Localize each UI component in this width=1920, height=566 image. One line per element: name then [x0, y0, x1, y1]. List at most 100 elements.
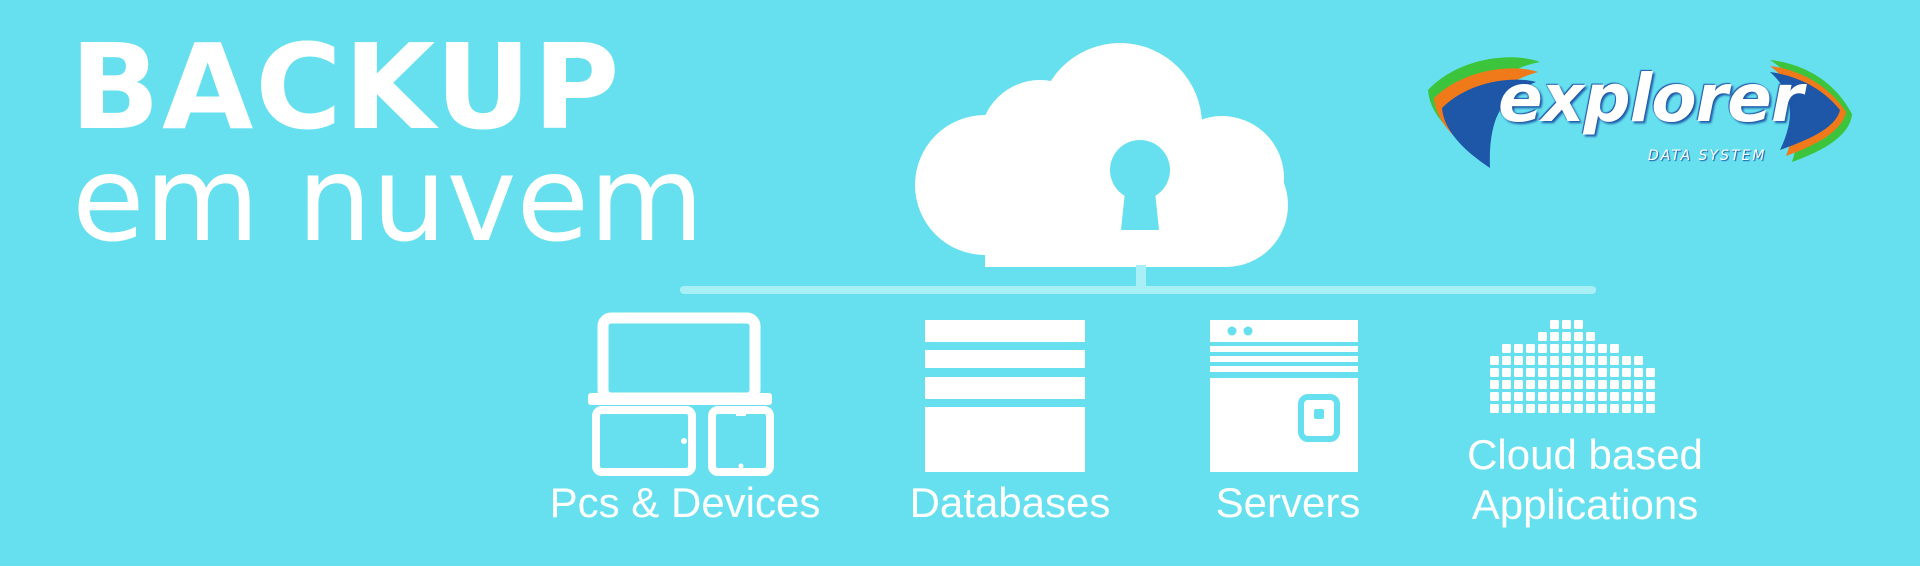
- cloud-grid-tile: [1562, 392, 1571, 401]
- cloud-grid-tile: [1622, 368, 1631, 377]
- keyhole-icon: [1110, 140, 1170, 230]
- cloud-grid-tile: [1610, 368, 1619, 377]
- cloud-grid-tile: [1574, 368, 1583, 377]
- cloud-grid-tile: [1574, 344, 1583, 353]
- connector-line: [680, 265, 1596, 294]
- cloud-grid-tile: [1598, 404, 1607, 413]
- cloud-grid-tile: [1610, 344, 1619, 353]
- cloud-grid-tile: [1634, 404, 1643, 413]
- cloud-grid-tile: [1550, 380, 1559, 389]
- cloud-grid-tile: [1586, 332, 1595, 341]
- cloud-grid-tile: [1598, 392, 1607, 401]
- cloud-grid-tile: [1562, 368, 1571, 377]
- explorer-logo: explorer DATA SYSTEM: [1420, 52, 1860, 182]
- cloud-grid-tile: [1598, 380, 1607, 389]
- cloud-grid-tile: [1586, 344, 1595, 353]
- cloud-grid-tile: [1574, 320, 1583, 329]
- cloud-grid-tile: [1598, 356, 1607, 365]
- headline-em-nuvem: em nuvem: [72, 130, 705, 268]
- cloud-grid-tile: [1610, 356, 1619, 365]
- cloud-grid-tile: [1598, 344, 1607, 353]
- cloud-grid-tile: [1646, 404, 1655, 413]
- logo-swoosh-icon: [1428, 57, 1852, 168]
- cloud-grid-tile: [1550, 368, 1559, 377]
- cloud-grid-tile: [1514, 380, 1523, 389]
- cloud-grid-tile: [1646, 368, 1655, 377]
- label-pcs-devices: Pcs & Devices: [549, 479, 821, 526]
- cloud-grid-tile: [1634, 356, 1643, 365]
- cloud-grid-tile: [1586, 380, 1595, 389]
- cloud-grid-tile: [1490, 392, 1499, 401]
- cloud-grid-tile: [1610, 404, 1619, 413]
- cloud-grid-tile: [1526, 380, 1535, 389]
- cloud-grid-tile: [1646, 392, 1655, 401]
- cloud-grid-tile: [1490, 356, 1499, 365]
- cloud-grid-tile: [1550, 392, 1559, 401]
- cloud-grid-tile: [1550, 356, 1559, 365]
- cloud-grid-tile: [1622, 404, 1631, 413]
- logo-tagline: DATA SYSTEM: [1648, 148, 1767, 164]
- cloud-grid-tile: [1634, 392, 1643, 401]
- cloud-grid-tile: [1550, 332, 1559, 341]
- cloud-grid-tile: [1514, 368, 1523, 377]
- cloud-grid-tile: [1526, 356, 1535, 365]
- cloud-grid-tile: [1538, 344, 1547, 353]
- cloud-grid-tile: [1502, 404, 1511, 413]
- cloud-grid-tile: [1526, 344, 1535, 353]
- cloud-grid-tile: [1502, 392, 1511, 401]
- cloud-grid-tile: [1538, 392, 1547, 401]
- cloud-grid-tile: [1562, 332, 1571, 341]
- cloud-grid-tile: [1514, 392, 1523, 401]
- cloud-grid-tile: [1622, 380, 1631, 389]
- cloud-grid-icon: [1490, 320, 1655, 413]
- cloud-grid-tile: [1634, 368, 1643, 377]
- cloud-grid-tile: [1586, 368, 1595, 377]
- label-servers: Servers: [1215, 479, 1361, 526]
- cloud-grid-tile: [1562, 356, 1571, 365]
- cloud-grid-tile: [1574, 392, 1583, 401]
- server-icon: [1210, 320, 1358, 472]
- cloud-grid-tile: [1574, 404, 1583, 413]
- cloud-grid-tile: [1622, 356, 1631, 365]
- cloud-grid-tile: [1502, 380, 1511, 389]
- cloud-grid-tile: [1562, 320, 1571, 329]
- cloud-grid-tile: [1538, 368, 1547, 377]
- cloud-grid-tile: [1598, 368, 1607, 377]
- database-icon: [925, 320, 1085, 472]
- cloud-grid-tile: [1490, 380, 1499, 389]
- cloud-grid-tile: [1526, 392, 1535, 401]
- cloud-grid-tile: [1634, 380, 1643, 389]
- cloud-grid-tile: [1490, 404, 1499, 413]
- label-databases: Databases: [909, 479, 1111, 526]
- cloud-grid-tile: [1514, 356, 1523, 365]
- cloud-grid-tile: [1538, 332, 1547, 341]
- cloud-grid-tile: [1538, 356, 1547, 365]
- cloud-grid-tile: [1550, 404, 1559, 413]
- cloud-grid-tile: [1550, 320, 1559, 329]
- cloud-grid-tile: [1538, 380, 1547, 389]
- cloud-grid-tile: [1562, 380, 1571, 389]
- cloud-grid-tile: [1526, 368, 1535, 377]
- cloud-grid-tile: [1502, 368, 1511, 377]
- devices-icon: [588, 312, 774, 476]
- logo-wordmark: explorer: [1498, 60, 1803, 137]
- cloud-grid-tile: [1502, 356, 1511, 365]
- cloud-grid-tile: [1526, 404, 1535, 413]
- cloud-lock-icon: [915, 43, 1288, 267]
- cloud-grid-tile: [1514, 344, 1523, 353]
- cloud-grid-tile: [1586, 356, 1595, 365]
- cloud-grid-tile: [1502, 344, 1511, 353]
- cloud-grid-tile: [1538, 404, 1547, 413]
- cloud-grid-tile: [1574, 380, 1583, 389]
- label-cloud-apps: Cloud based Applications: [1467, 431, 1703, 529]
- cloud-grid-tile: [1622, 392, 1631, 401]
- cloud-grid-tile: [1586, 404, 1595, 413]
- cloud-grid-tile: [1562, 344, 1571, 353]
- cloud-grid-tile: [1610, 392, 1619, 401]
- cloud-grid-tile: [1574, 356, 1583, 365]
- cloud-grid-tile: [1610, 380, 1619, 389]
- cloud-grid-tile: [1550, 344, 1559, 353]
- cloud-grid-tile: [1574, 332, 1583, 341]
